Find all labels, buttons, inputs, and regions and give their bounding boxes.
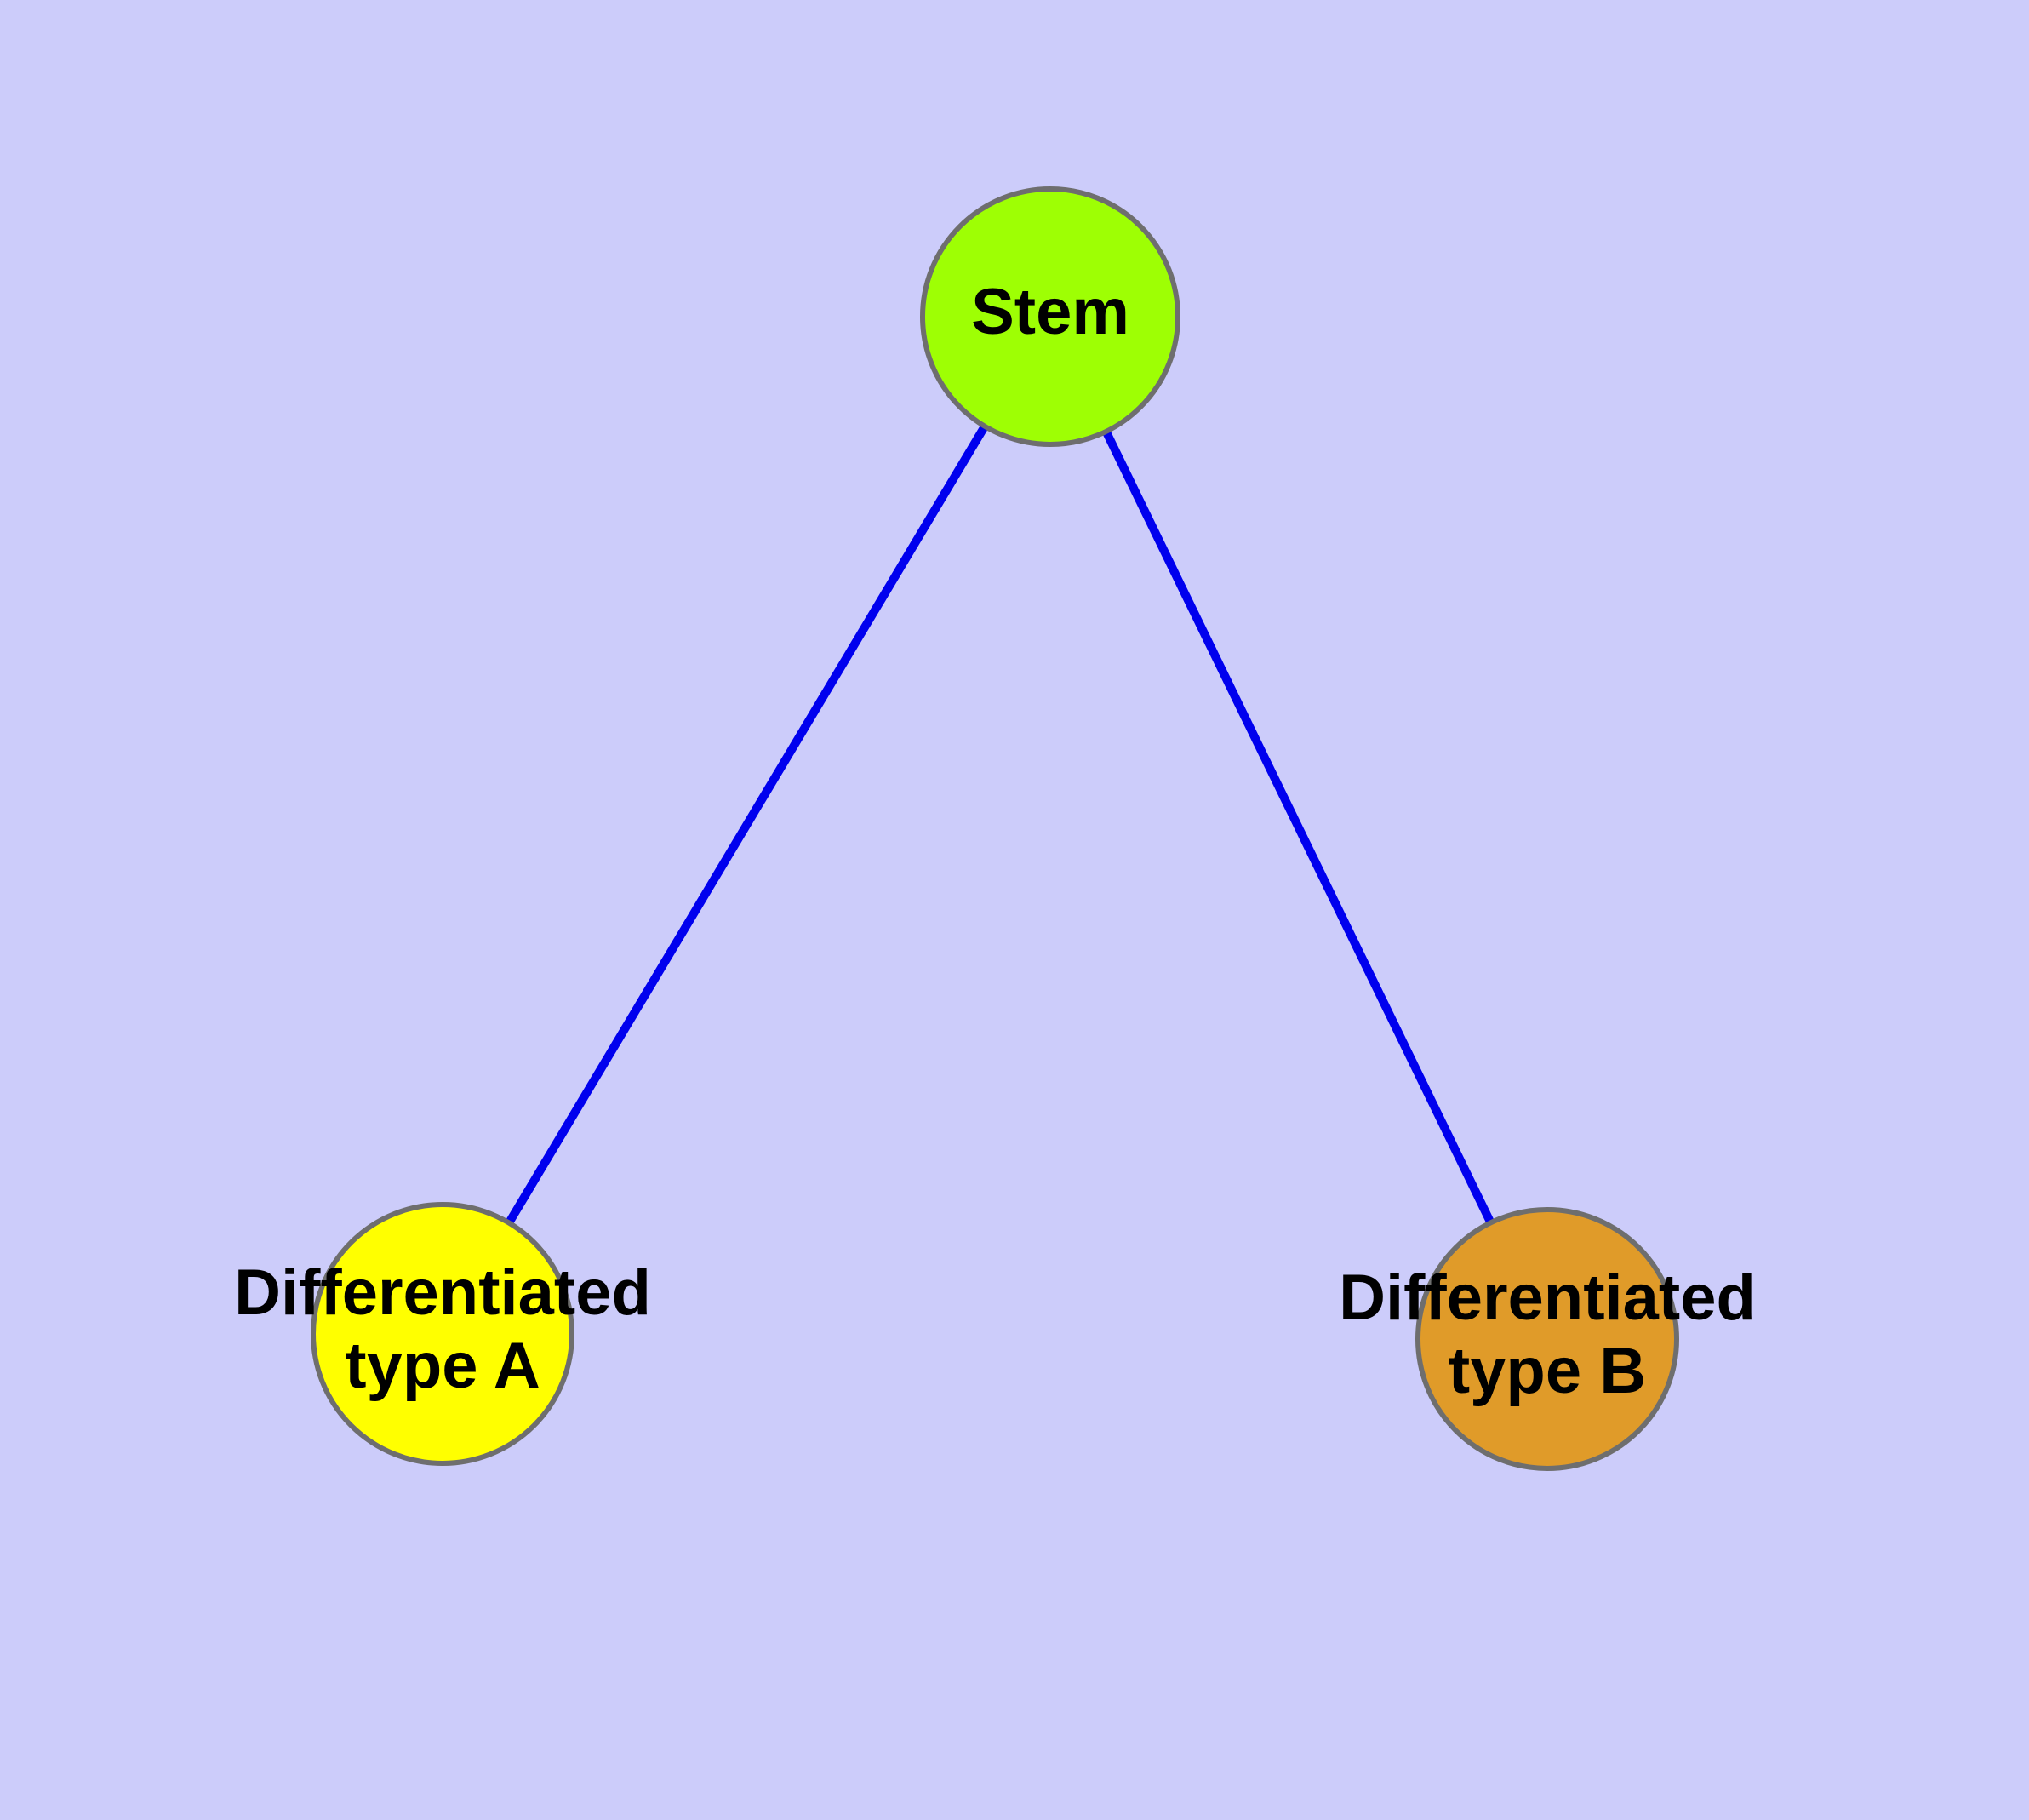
node-stem-label: Stem [971,276,1129,348]
edge-stem-diff-a[interactable] [438,314,1055,1336]
node-diff-b-circle[interactable] [1415,1207,1679,1471]
node-diff-a[interactable] [311,1202,574,1466]
edge-layer [438,314,1552,1342]
label-line: Stem [971,276,1129,348]
node-layer [311,186,1679,1471]
label-line: Differentiated [1339,1262,1756,1334]
node-diff-b[interactable] [1415,1207,1679,1471]
edge-stem-diff-b[interactable] [1046,314,1552,1342]
node-diff-a-circle[interactable] [311,1202,574,1466]
node-stem-circle[interactable] [920,186,1180,447]
label-line: type B [1449,1335,1646,1407]
label-line: type A [345,1330,540,1402]
node-stem[interactable] [920,186,1180,447]
label-line: Differentiated [234,1256,651,1329]
